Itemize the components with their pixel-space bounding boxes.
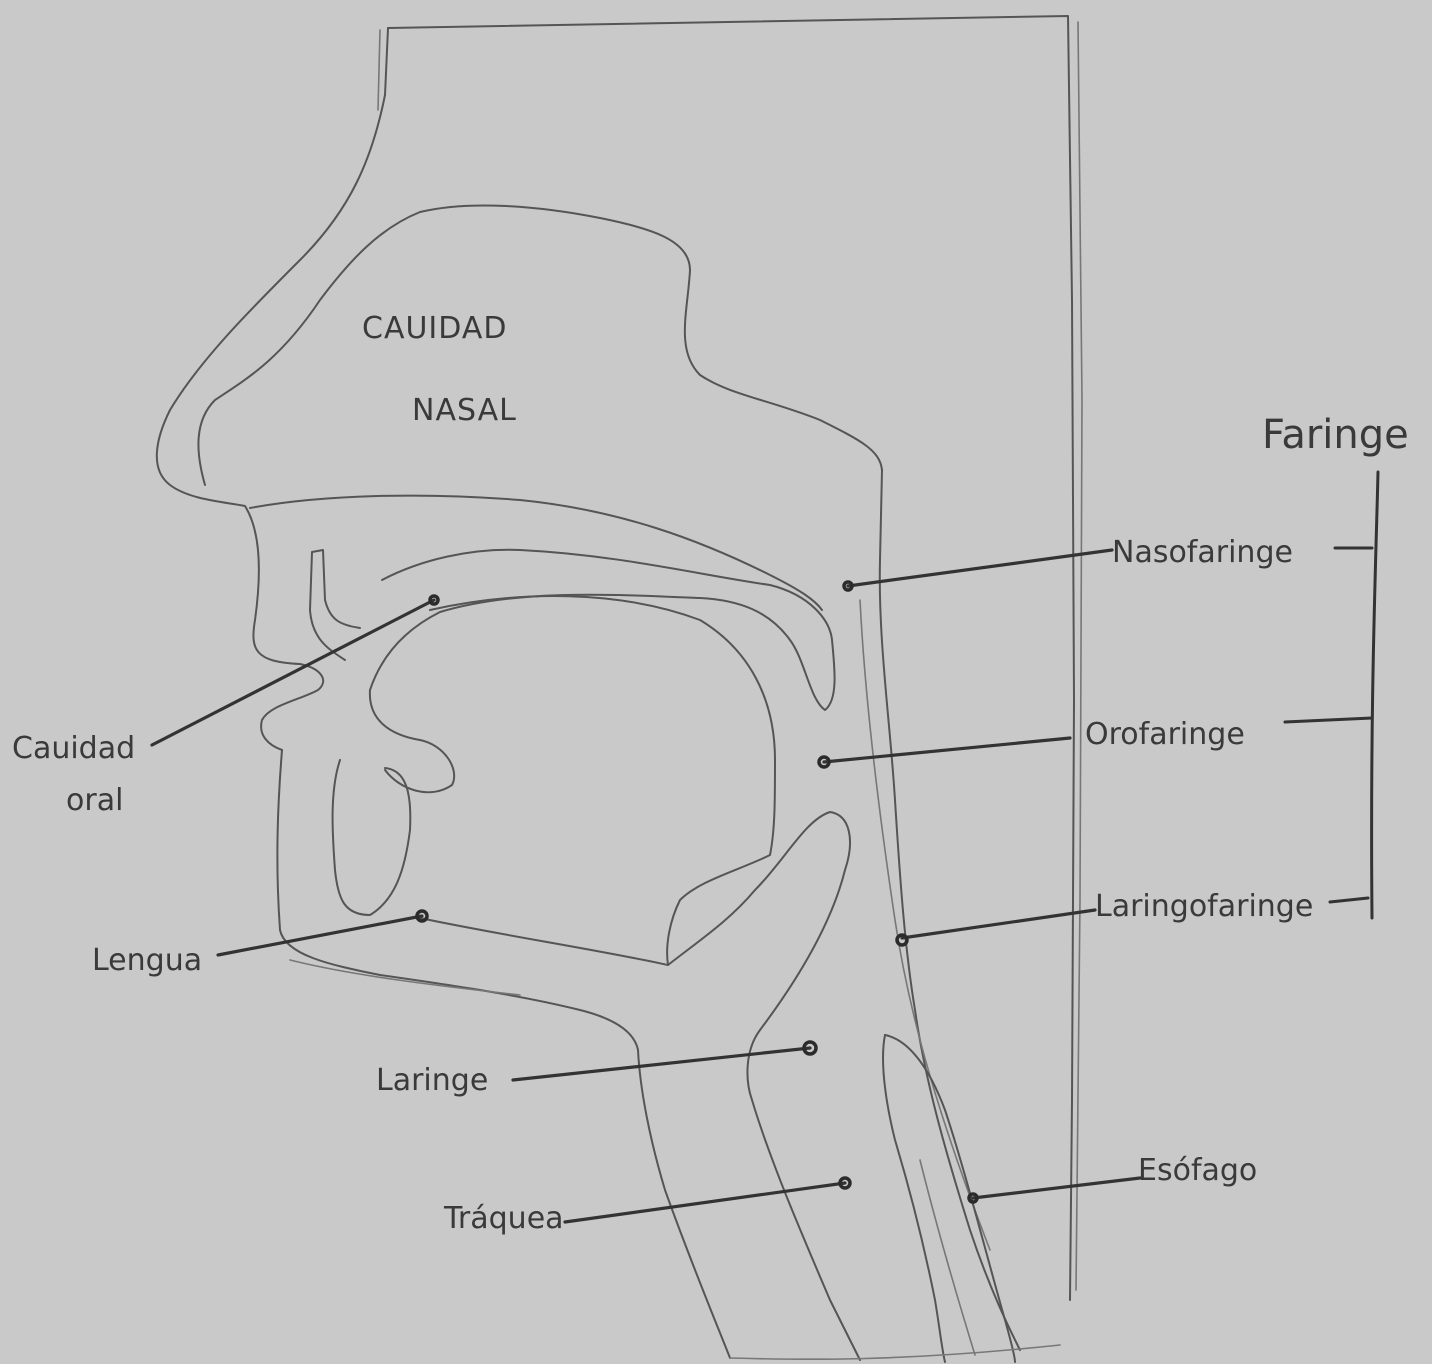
esophagus-leader <box>973 1178 1140 1198</box>
text-labels: CAUIDAD NASAL Faringe Nasofaringe Orofar… <box>12 311 1409 1236</box>
pharynx-label: Faringe <box>1262 412 1409 458</box>
nasopharynx-label: Nasofaringe <box>1112 535 1293 570</box>
trachea-leader <box>565 1183 845 1222</box>
trachea-label: Tráquea <box>443 1201 564 1236</box>
tongue-leader <box>218 916 422 955</box>
hard-palate <box>250 496 822 610</box>
oral-cavity-leader <box>152 600 434 745</box>
leader-lines <box>152 550 1140 1222</box>
pharynx-anterior-wall <box>880 470 1020 1350</box>
nasal-cavity-label-line1: CAUIDAD <box>362 311 507 346</box>
nasal-cavity-label-line2: NASAL <box>412 393 517 428</box>
nasal-cavity-outline <box>198 205 882 485</box>
oropharynx-leader <box>824 738 1070 762</box>
laryngopharynx-pin <box>897 935 907 945</box>
lower-jaw <box>277 750 638 1050</box>
tongue-label: Lengua <box>92 943 202 978</box>
oral-cavity-label-line2: oral <box>66 783 123 818</box>
epiglottis <box>668 812 850 1100</box>
soft-palate <box>370 550 835 792</box>
posterior-border <box>388 16 1074 1300</box>
lips <box>261 664 323 750</box>
esophagus-outline <box>885 1035 1015 1362</box>
face-profile <box>157 28 388 664</box>
oropharynx-label: Orofaringe <box>1085 717 1245 752</box>
esophagus-label: Esófago <box>1138 1153 1257 1188</box>
larynx-label: Laringe <box>376 1063 488 1098</box>
laryngopharynx-label: Laringofaringe <box>1095 889 1313 924</box>
tongue-outline <box>420 596 775 965</box>
laryngopharynx-leader <box>902 910 1095 938</box>
head-neck-outline <box>157 16 1082 1362</box>
larynx-leader <box>513 1048 810 1080</box>
oral-cavity-label-line1: Cauidad <box>12 731 135 766</box>
pharynx-bracket <box>1285 472 1378 918</box>
trachea-back <box>752 1100 860 1360</box>
